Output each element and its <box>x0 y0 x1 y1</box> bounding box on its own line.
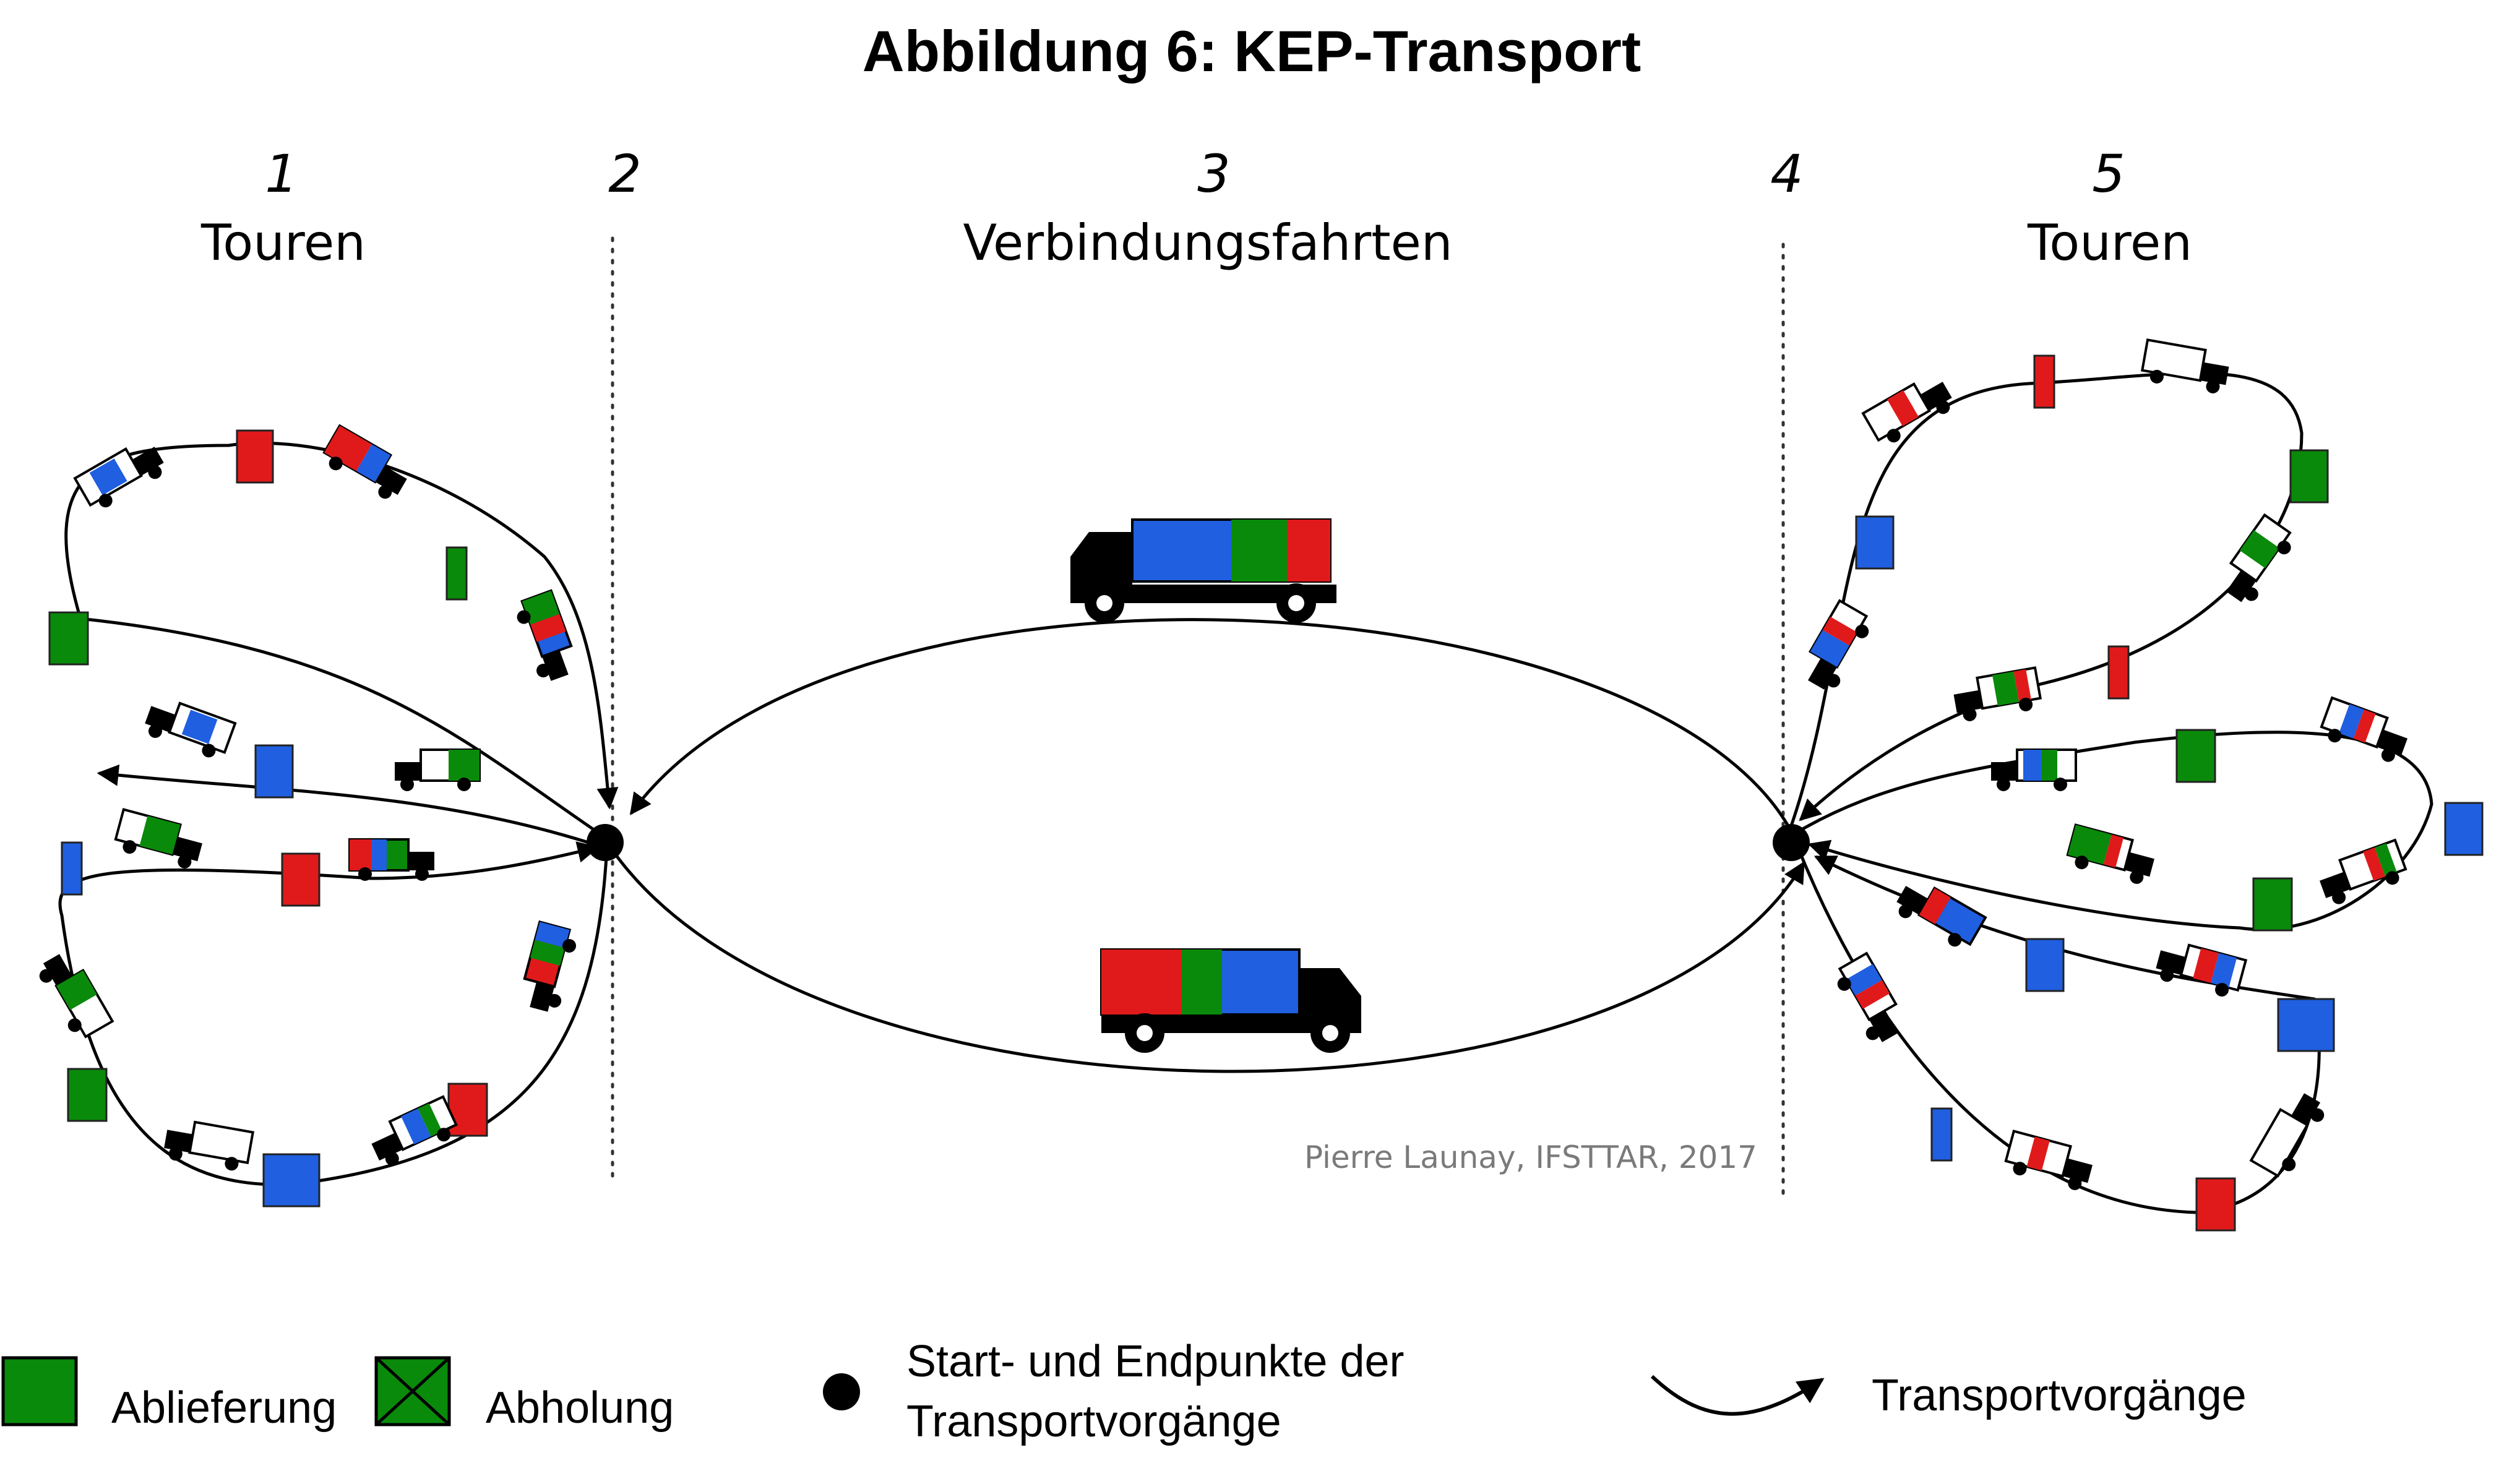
parcel-icon <box>236 429 274 484</box>
parcel-icon <box>447 1083 488 1137</box>
truck-icon <box>2156 943 2248 997</box>
parcel-icon <box>48 611 89 666</box>
parcel-icon <box>67 1068 108 1122</box>
legend-delivery-swatch <box>1 1356 78 1426</box>
truck-icon <box>1861 382 1952 443</box>
truck-icon <box>348 838 434 881</box>
section-number-3: 3 <box>1197 144 1230 204</box>
image-credit: Pierre Launay, IFSTTAR, 2017 <box>1304 1139 1757 1175</box>
left-tour-lower <box>58 841 608 1186</box>
parcel-icon <box>1855 515 1895 570</box>
parcel-icon <box>2289 449 2329 504</box>
linehaul-truck-bottom <box>1100 948 1361 1053</box>
truck-icon <box>1953 666 2042 721</box>
parcel-icon <box>2033 354 2055 409</box>
section-label-3: Verbindungsfahrten <box>963 214 1452 272</box>
truck-icon <box>39 954 114 1039</box>
hub-dot-right <box>1773 824 1810 861</box>
delivery-trucks <box>39 338 2407 1190</box>
section-number-1: 1 <box>265 144 298 204</box>
parcel-icon <box>254 744 294 799</box>
truck-icon <box>2066 823 2154 884</box>
legend-pickup-label: Abholung <box>486 1383 674 1433</box>
linehaul-routes <box>604 618 1805 1073</box>
section-number-4: 4 <box>1770 144 1803 204</box>
truck-icon <box>2320 696 2407 762</box>
parcel-icon <box>1930 1107 1953 1162</box>
section-number-5: 5 <box>2092 144 2125 204</box>
truck-icon <box>1808 599 1869 690</box>
parcel-icon <box>445 546 468 601</box>
parcel-icon <box>2195 1177 2236 1232</box>
truck-icon <box>1991 748 2077 791</box>
truck-icon <box>371 1095 458 1166</box>
legend-transport-label: Transportvorgänge <box>1872 1371 2247 1420</box>
parcel-icon <box>2252 877 2293 932</box>
parcel-icon <box>262 1153 321 1207</box>
truck-icon <box>2004 1130 2093 1190</box>
section-label-1: Touren <box>200 214 366 272</box>
parcel-icon <box>281 852 321 907</box>
truck-icon <box>2226 513 2292 603</box>
parcel-icon <box>2277 998 2335 1052</box>
parcel-icon <box>2107 645 2130 700</box>
parcel-icon <box>61 841 83 896</box>
parcel-stops <box>48 354 2484 1232</box>
truck-icon <box>395 748 481 791</box>
hub-dot-left <box>587 824 624 861</box>
section-number-2: 2 <box>608 144 641 204</box>
left-tour-upper <box>64 441 619 840</box>
parcel-icon <box>2175 729 2216 783</box>
truck-icon <box>517 589 573 681</box>
left-tour-upper-return <box>97 764 601 848</box>
truck-icon <box>1896 886 1987 947</box>
diagram-title: Abbildung 6: KEP-Transport <box>863 19 1641 84</box>
linehaul-route-top <box>629 618 1790 827</box>
truck-icon <box>73 447 164 508</box>
truck-icon <box>1837 951 1898 1042</box>
legend: Ablieferung Abholung Start- und Endpunkt… <box>1 1337 2247 1446</box>
legend-pickup-swatch <box>374 1356 451 1426</box>
legend-delivery-label: Ablieferung <box>111 1383 337 1433</box>
truck-icon <box>523 920 576 1012</box>
parcel-icon <box>2025 938 2065 992</box>
section-headers: 1 Touren 2 3 Verbindungsfahrten 4 5 Tour… <box>200 144 2192 272</box>
truck-icon <box>2320 838 2407 904</box>
section-label-5: Touren <box>2027 214 2192 272</box>
linehaul-truck-top <box>1070 518 1336 623</box>
truck-icon <box>145 701 237 758</box>
linehaul-route-bottom <box>604 840 1805 1073</box>
truck-icon <box>2141 338 2229 393</box>
right-tours <box>1789 371 2433 1214</box>
legend-endpoints-line2: Transportvorgänge <box>906 1397 1281 1446</box>
legend-hub-dot <box>823 1373 860 1410</box>
truck-icon <box>114 808 202 869</box>
arrow-icon <box>1650 1375 1825 1416</box>
parcel-icon <box>2444 802 2484 856</box>
truck-icon <box>164 1120 255 1171</box>
legend-endpoints-line1: Start- und Endpunkte der <box>906 1337 1405 1386</box>
truck-icon <box>2249 1093 2325 1178</box>
truck-icon <box>322 424 407 499</box>
